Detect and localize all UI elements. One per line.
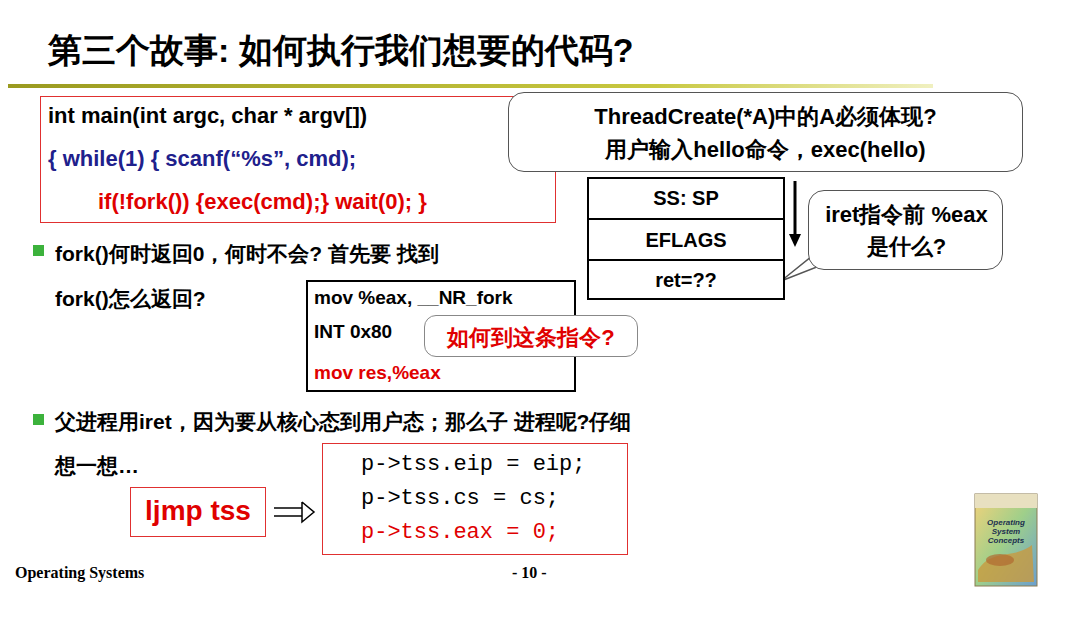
node-text: ThreadCreate(*A)中的A必须体现? bbox=[509, 102, 1022, 132]
node-text: 如何到这条指令? bbox=[425, 323, 637, 353]
bullet-text: fork()何时返回0，何时不会? 首先要 找到fork()怎么返回? bbox=[55, 231, 475, 321]
speech-bubble: 如何到这条指令? bbox=[424, 315, 638, 357]
node-text: iret指令前 %eax是什么? bbox=[819, 199, 994, 263]
stack-cell: EFLAGS bbox=[587, 218, 785, 261]
node-text: p->tss.eax = 0; bbox=[361, 520, 559, 545]
stack-arrow bbox=[794, 181, 797, 236]
book-illustration bbox=[975, 494, 1037, 586]
page-number: - 10 - bbox=[512, 564, 547, 582]
hollow-arrow bbox=[274, 502, 314, 522]
bullet bbox=[33, 414, 44, 425]
book-title: Operating System Concepts bbox=[979, 518, 1033, 545]
slide-title: 第三个故事: 如何执行我们想要的代码? bbox=[48, 28, 634, 74]
node-text: ret=?? bbox=[589, 269, 783, 292]
bullet-text: 父进程用iret，因为要从核心态到用户态；那么子 进程呢?仔细想一想… bbox=[55, 400, 635, 488]
node-text: p->tss.eip = eip; bbox=[361, 452, 585, 477]
speech-bubble: iret指令前 %eax是什么? bbox=[808, 190, 1003, 270]
node-text: 用户输入hello命令，exec(hello) bbox=[509, 135, 1022, 165]
stack-cell: SS: SP bbox=[587, 177, 785, 220]
stack-arrow-head bbox=[789, 234, 801, 247]
speech-bubble: ThreadCreate(*A)中的A必须体现?用户输入hello命令，exec… bbox=[508, 92, 1023, 172]
node-text: EFLAGS bbox=[589, 229, 783, 252]
node-text: mov %eax, __NR_fork bbox=[314, 287, 513, 309]
node-text: INT 0x80 bbox=[314, 321, 392, 343]
node-text: if(!fork()) {exec(cmd);} wait(0); } bbox=[98, 189, 427, 215]
footer-text: Operating Systems bbox=[15, 564, 144, 582]
node-text: p->tss.cs = cs; bbox=[361, 486, 559, 511]
node-text: SS: SP bbox=[589, 187, 783, 210]
node-text: mov res,%eax bbox=[314, 362, 441, 384]
stack-cell: ret=?? bbox=[587, 259, 785, 300]
node-text: int main(int argc, char * argv[]) bbox=[48, 103, 367, 129]
node-text: ljmp tss bbox=[131, 495, 265, 527]
node-text: { while(1) { scanf(“%s”, cmd); bbox=[48, 146, 356, 172]
code-box: int main(int argc, char * argv[]) { while… bbox=[40, 96, 556, 223]
tss-box: p->tss.eip = eip; p->tss.cs = cs; p->tss.e… bbox=[322, 443, 628, 555]
title-underline bbox=[8, 84, 933, 88]
ljmp-box: ljmp tss bbox=[130, 487, 266, 537]
bullet bbox=[33, 245, 44, 256]
